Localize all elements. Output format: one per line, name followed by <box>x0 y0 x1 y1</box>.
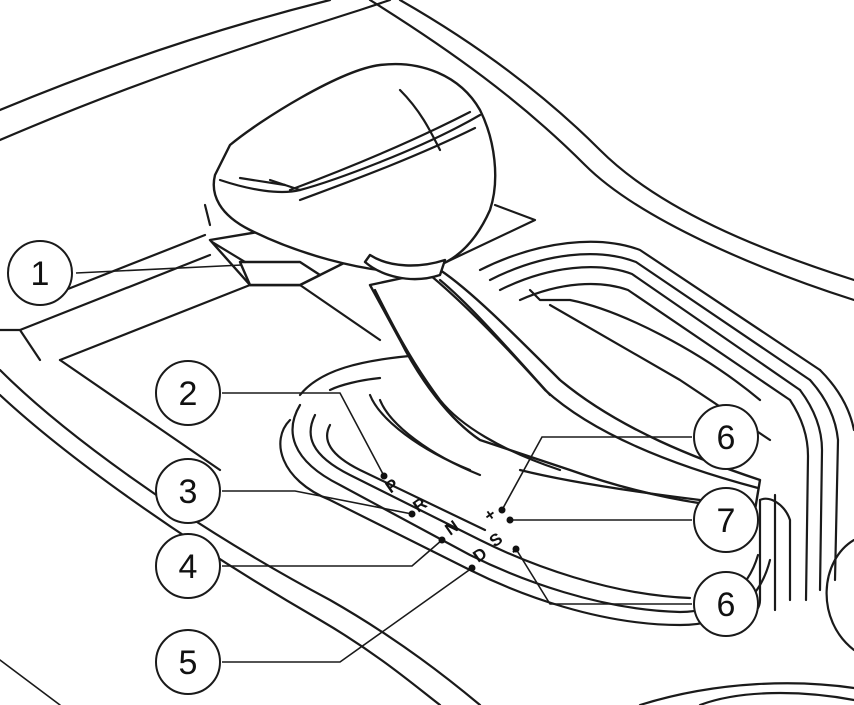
shift-knob <box>212 62 497 281</box>
callout-leaders <box>75 264 692 663</box>
callout-4-label: 4 <box>179 548 198 586</box>
callout-6b-label: 6 <box>717 586 736 624</box>
callout-markers: 1 2 3 4 5 6 7 6 <box>7 240 759 695</box>
leader-dot-6b <box>512 545 520 553</box>
leader-6b <box>515 548 692 605</box>
callout-1: 1 <box>7 240 73 306</box>
shift-lever-stem <box>368 268 762 512</box>
leader-5 <box>222 567 473 663</box>
leader-dot-4 <box>438 536 446 544</box>
gear-letter-plus: + <box>480 504 499 525</box>
callout-6b: 6 <box>693 571 759 637</box>
callout-2-label: 2 <box>179 375 198 413</box>
leader-4 <box>222 539 443 567</box>
leader-6a <box>501 436 692 511</box>
leader-dot-7 <box>506 516 514 524</box>
leader-dot-6a <box>498 506 506 514</box>
leader-1 <box>75 264 243 274</box>
callout-5: 5 <box>155 629 221 695</box>
leader-dot-5 <box>468 564 476 572</box>
leader-dot-2 <box>380 472 388 480</box>
leader-2 <box>222 392 385 477</box>
leader-3 <box>222 490 413 515</box>
callout-1-label: 1 <box>31 255 50 293</box>
callout-3-label: 3 <box>179 473 198 511</box>
gear-letter-sport: S <box>486 529 506 551</box>
gear-position-indicator: P R N D S + - <box>382 475 522 566</box>
callout-6a: 6 <box>693 404 759 470</box>
callout-7: 7 <box>693 487 759 553</box>
shift-gate-bezel <box>279 240 854 627</box>
callout-4: 4 <box>155 533 221 599</box>
leader-dot-3 <box>408 510 416 518</box>
callout-5-label: 5 <box>179 644 198 682</box>
callout-2: 2 <box>155 360 221 426</box>
callout-6a-label: 6 <box>717 419 736 457</box>
gear-letter-neutral: N <box>442 517 463 540</box>
callout-7-label: 7 <box>717 502 736 540</box>
callout-3: 3 <box>155 458 221 524</box>
